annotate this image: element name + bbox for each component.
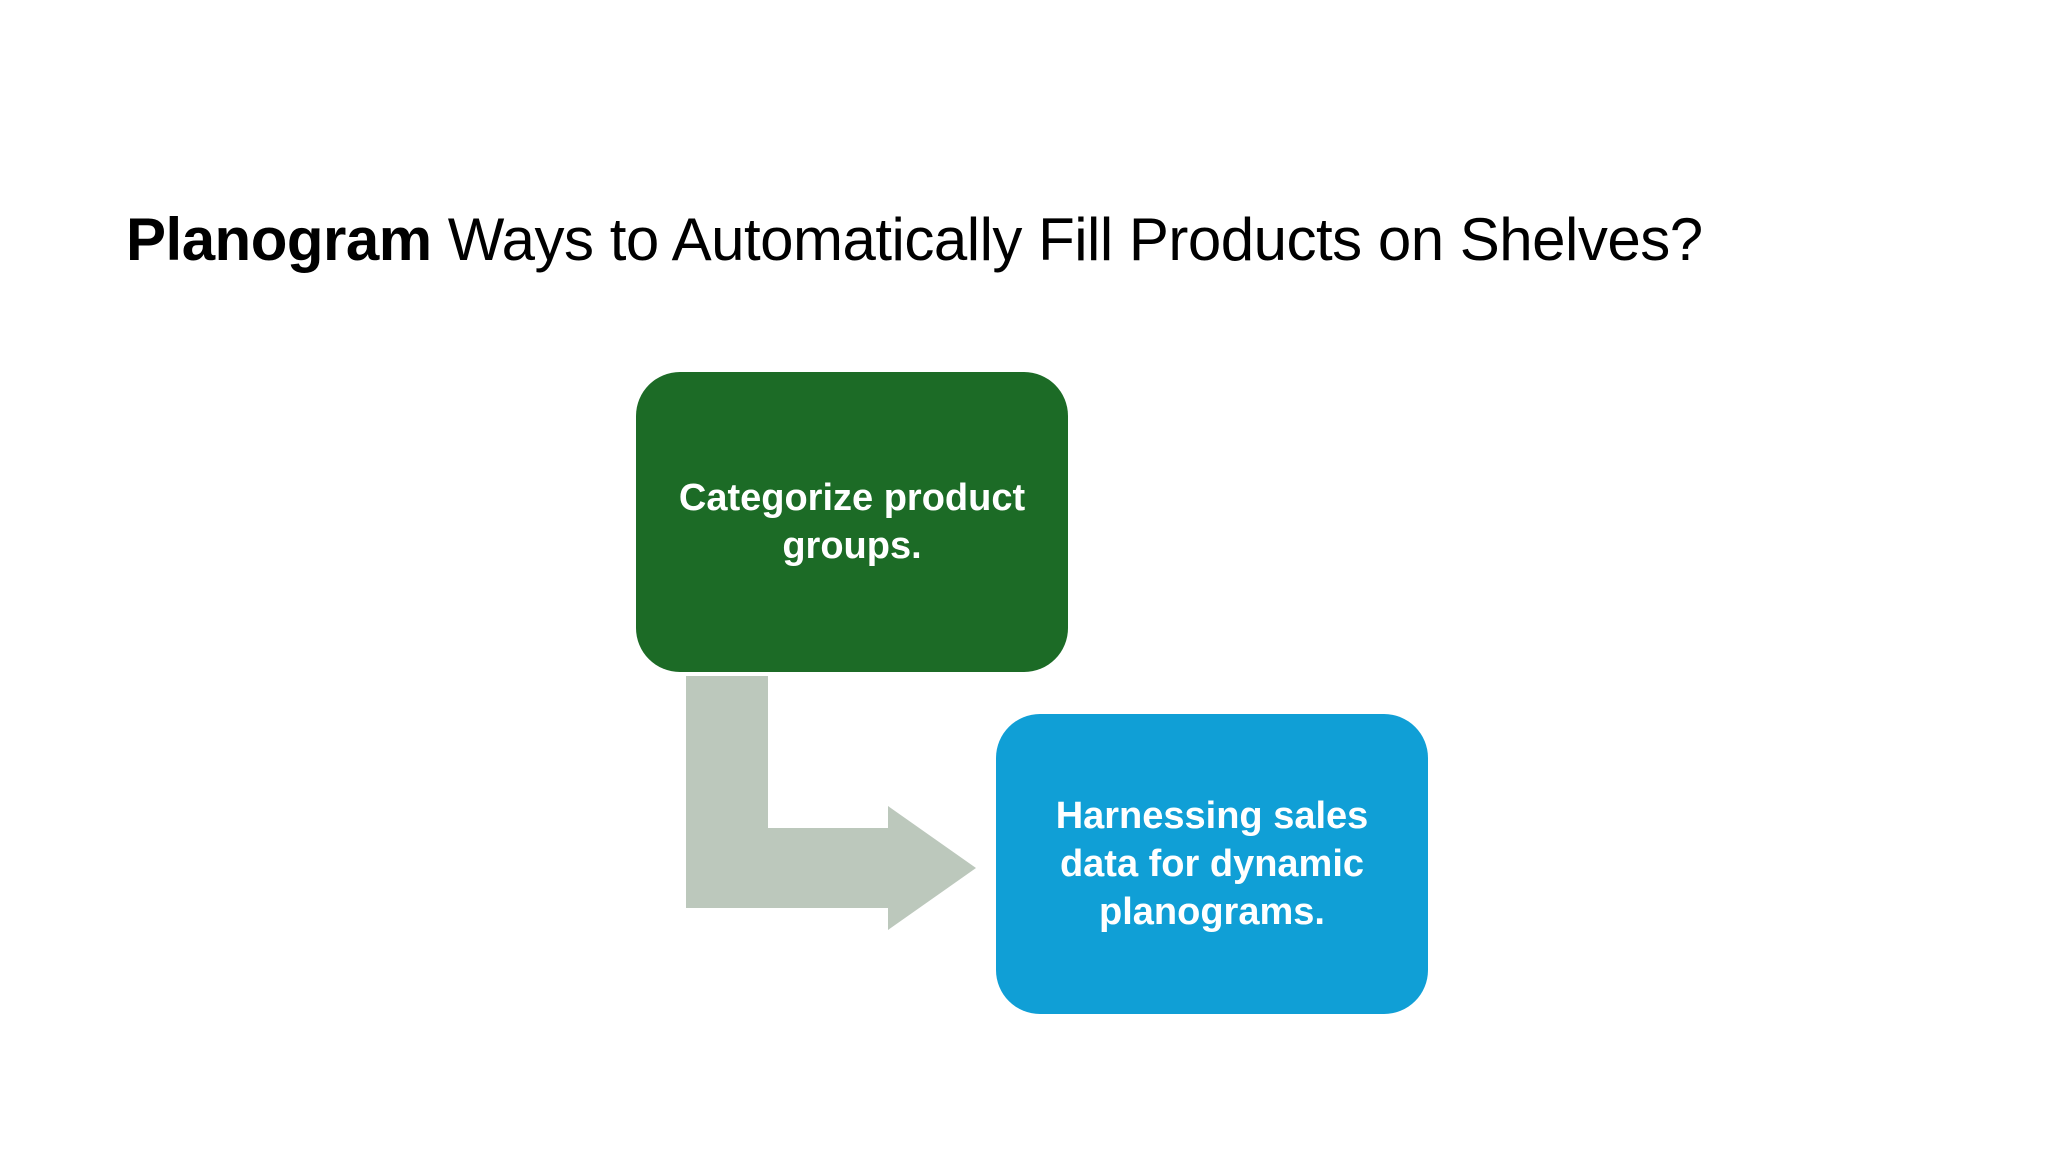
step-box-categorize: Categorize product groups. bbox=[636, 372, 1068, 672]
slide-title: Planogram Ways to Automatically Fill Pro… bbox=[126, 198, 1703, 282]
title-rest: Ways to Automatically Fill Products on S… bbox=[431, 206, 1703, 273]
step-box-sales-data: Harnessing sales data for dynamic planog… bbox=[996, 714, 1428, 1014]
title-bold-word: Planogram bbox=[126, 206, 432, 273]
bent-arrow-shape bbox=[686, 676, 976, 930]
step-label: Harnessing sales data for dynamic planog… bbox=[1055, 795, 1369, 933]
step-label: Categorize product groups. bbox=[678, 477, 1026, 567]
